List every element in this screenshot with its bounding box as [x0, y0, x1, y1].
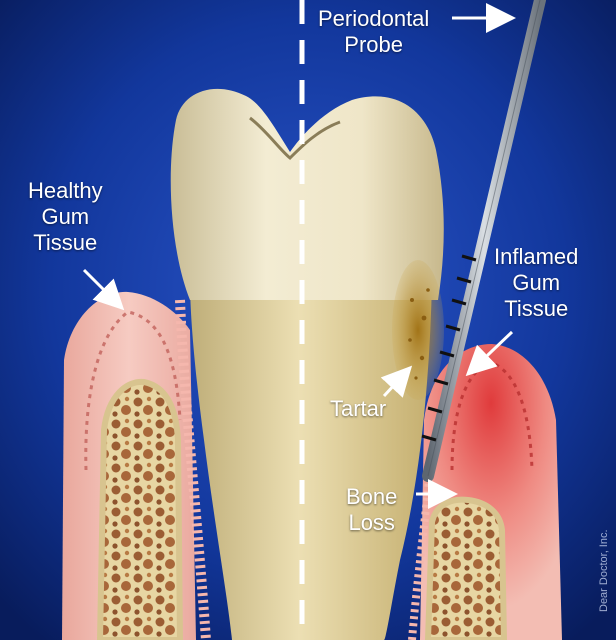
crown-fissure	[249, 116, 341, 161]
probe-label: Periodontal Probe	[318, 6, 430, 57]
label-arrows	[82, 3, 516, 509]
right-ligament	[408, 469, 434, 640]
tartar-label: Tartar	[330, 396, 387, 421]
healthy-bone	[96, 378, 184, 640]
copyright-credit: Dear Doctor, Inc.	[598, 529, 610, 612]
healthy-gum-label: Healthy Gum Tissue	[28, 178, 103, 255]
tartar-speckles	[408, 288, 430, 380]
left-ligament	[175, 299, 211, 640]
bone-loss-label: Bone Loss	[346, 484, 398, 535]
inflamed-gum-label: Inflamed Gum Tissue	[494, 244, 579, 321]
healthy-gum-folds	[84, 310, 182, 471]
tooth-crown	[170, 88, 444, 300]
tooth-root	[190, 280, 432, 640]
periodontal-probe	[421, 0, 546, 482]
tartar-deposit	[392, 260, 444, 400]
receded-bone	[424, 496, 508, 640]
